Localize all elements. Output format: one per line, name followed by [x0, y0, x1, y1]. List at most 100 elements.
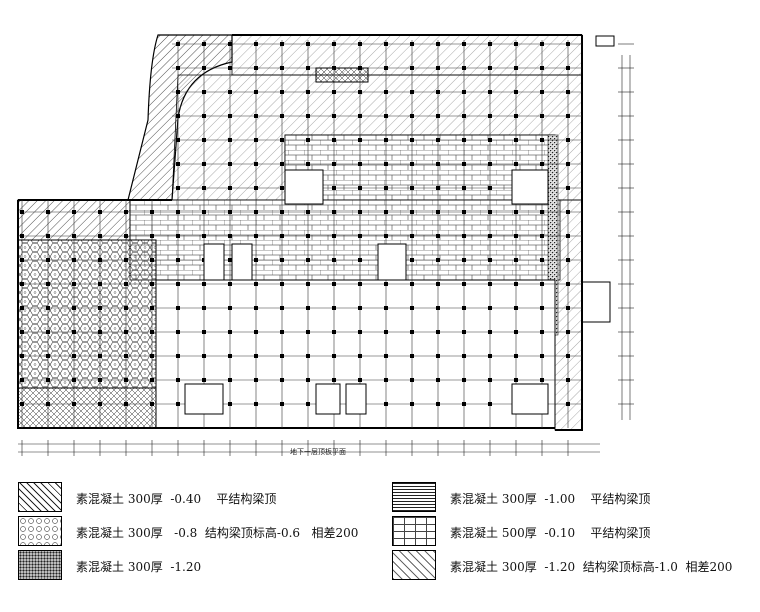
- core-room: [377, 243, 407, 281]
- column: [540, 42, 544, 46]
- column: [98, 234, 102, 238]
- column: [410, 378, 414, 382]
- column: [254, 138, 258, 142]
- column: [410, 90, 414, 94]
- column: [462, 138, 466, 142]
- column: [150, 306, 154, 310]
- column: [124, 282, 128, 286]
- column: [20, 354, 24, 358]
- column: [488, 42, 492, 46]
- column: [72, 210, 76, 214]
- column: [410, 66, 414, 70]
- plan-title: 地下一层顶板平面: [290, 448, 346, 456]
- column: [514, 354, 518, 358]
- column: [384, 354, 388, 358]
- column: [228, 90, 232, 94]
- column: [124, 402, 128, 406]
- core-room: [511, 169, 549, 205]
- column: [332, 330, 336, 334]
- column: [254, 378, 258, 382]
- column: [514, 282, 518, 286]
- column: [124, 378, 128, 382]
- column: [462, 258, 466, 262]
- column: [410, 330, 414, 334]
- column: [20, 282, 24, 286]
- column: [514, 258, 518, 262]
- column: [150, 354, 154, 358]
- column: [488, 282, 492, 286]
- column: [566, 306, 570, 310]
- column: [280, 378, 284, 382]
- column: [254, 234, 258, 238]
- column: [202, 306, 206, 310]
- column: [306, 378, 310, 382]
- right-annex: [581, 281, 611, 323]
- column: [436, 42, 440, 46]
- column: [384, 210, 388, 214]
- column: [384, 234, 388, 238]
- column: [488, 138, 492, 142]
- legend-label: 素混凝土 300厚 -0.40 平结构梁顶: [76, 492, 277, 506]
- column: [202, 234, 206, 238]
- column: [540, 114, 544, 118]
- column: [540, 162, 544, 166]
- column: [540, 234, 544, 238]
- column: [436, 402, 440, 406]
- column: [410, 282, 414, 286]
- column: [150, 210, 154, 214]
- column: [254, 258, 258, 262]
- column: [462, 114, 466, 118]
- column: [358, 42, 362, 46]
- column: [566, 210, 570, 214]
- column: [280, 354, 284, 358]
- column: [228, 186, 232, 190]
- column: [436, 186, 440, 190]
- column: [566, 66, 570, 70]
- column: [176, 162, 180, 166]
- column: [280, 114, 284, 118]
- legend-label: 素混凝土 500厚 -0.10 平结构梁顶: [450, 526, 651, 540]
- column: [72, 282, 76, 286]
- column: [306, 90, 310, 94]
- column: [462, 402, 466, 406]
- column: [514, 330, 518, 334]
- column: [566, 354, 570, 358]
- column: [176, 402, 180, 406]
- column: [46, 402, 50, 406]
- column: [462, 354, 466, 358]
- column: [332, 306, 336, 310]
- column: [306, 402, 310, 406]
- column: [436, 138, 440, 142]
- column: [20, 210, 24, 214]
- column: [410, 402, 414, 406]
- column: [488, 210, 492, 214]
- column: [436, 66, 440, 70]
- column: [410, 186, 414, 190]
- column: [124, 330, 128, 334]
- column: [410, 210, 414, 214]
- column: [306, 330, 310, 334]
- legend-label: 素混凝土 300厚 -1.20: [76, 560, 202, 574]
- column: [566, 234, 570, 238]
- column: [46, 234, 50, 238]
- column: [358, 234, 362, 238]
- column: [20, 234, 24, 238]
- column: [384, 66, 388, 70]
- column: [228, 306, 232, 310]
- column: [202, 186, 206, 190]
- column: [540, 282, 544, 286]
- core-room: [231, 243, 253, 281]
- column: [124, 234, 128, 238]
- column: [254, 306, 258, 310]
- column: [228, 234, 232, 238]
- column: [488, 330, 492, 334]
- core-room: [595, 35, 615, 47]
- column: [72, 402, 76, 406]
- column: [566, 402, 570, 406]
- column: [384, 42, 388, 46]
- column: [72, 306, 76, 310]
- column: [566, 282, 570, 286]
- column: [280, 90, 284, 94]
- column: [410, 138, 414, 142]
